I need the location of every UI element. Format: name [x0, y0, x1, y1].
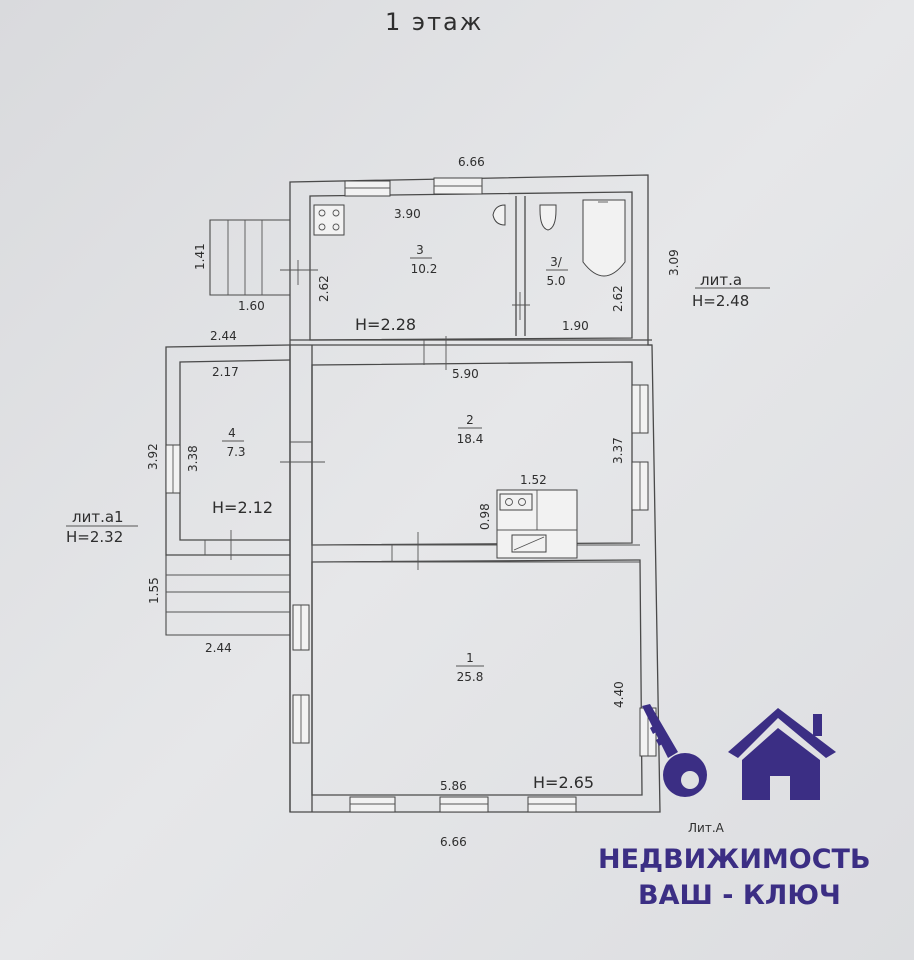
room-2-area: 18.4 — [457, 432, 484, 446]
dim-stove-depth: 0.98 — [478, 503, 492, 530]
dim-a1-bottom-outer: 2.44 — [205, 641, 232, 655]
lit-A-name: Лит.А — [688, 821, 725, 835]
dim-right-outer-a: 3.09 — [667, 249, 681, 276]
room-3a-area: 5.0 — [546, 274, 565, 288]
room-3-area: 10.2 — [411, 262, 438, 276]
dim-room4-height: 3.38 — [186, 445, 200, 472]
room-1-height: H=2.65 — [533, 773, 594, 792]
dim-room3a-height: 2.62 — [611, 285, 625, 312]
lit-labels: лит.а H=2.48 лит.а1 H=2.32 Лит.А — [66, 271, 770, 835]
dim-a1-left-outer: 3.92 — [146, 443, 160, 470]
brand-logo: НЕДВИЖИМОСТЬ ВАШ - КЛЮЧ — [598, 704, 871, 911]
lit-a-name: лит.а — [700, 271, 742, 289]
dim-room4-width: 2.17 — [212, 365, 239, 379]
windows — [165, 177, 657, 813]
fixtures — [313, 199, 626, 559]
dim-steps-height: 1.41 — [193, 243, 207, 270]
dim-stove-width: 1.52 — [520, 473, 547, 487]
dim-steps-width: 1.60 — [238, 299, 265, 313]
bathtub-icon — [582, 199, 626, 277]
room-4-number: 4 — [228, 426, 236, 440]
brand-line-1: НЕДВИЖИМОСТЬ — [598, 844, 871, 875]
dim-room3-height: 2.62 — [317, 275, 331, 302]
room-2-number: 2 — [466, 413, 474, 427]
room-3-number: 3 — [416, 243, 424, 257]
room-4-area: 7.3 — [226, 445, 245, 459]
dim-room1-width: 5.86 — [440, 779, 467, 793]
dim-top-outer: 6.66 — [458, 155, 485, 169]
room-labels: 3 10.2 H=2.28 3/ 5.0 2 18.4 4 7.3 H=2.12… — [212, 243, 594, 792]
floor-title: 1 этаж — [385, 8, 483, 36]
room-1-area: 25.8 — [457, 670, 484, 684]
hob-icon — [313, 204, 345, 236]
dim-room2-width: 5.90 — [452, 367, 479, 381]
room-3a-number: 3/ — [550, 255, 563, 269]
room-3-height: H=2.28 — [355, 315, 416, 334]
dimension-labels: 6.66 3.90 2.62 1.90 2.62 3.09 1.41 1.60 … — [146, 155, 681, 849]
house-icon — [728, 708, 836, 800]
dim-bottom-outer: 6.66 — [440, 835, 467, 849]
dim-room3a-width: 1.90 — [562, 319, 589, 333]
doors — [204, 260, 640, 570]
lit-a1-name: лит.а1 — [72, 508, 124, 526]
dim-porch-height: 1.55 — [147, 577, 161, 604]
toilet-icon — [539, 204, 557, 231]
brand-line-2: ВАШ - КЛЮЧ — [638, 880, 841, 911]
steps — [209, 219, 290, 296]
key-icon — [642, 704, 707, 797]
lit-a1-height: H=2.32 — [66, 528, 123, 546]
dim-room2-height: 3.37 — [611, 437, 625, 464]
dim-a1-top-outer: 2.44 — [210, 329, 237, 343]
room-4-height: H=2.12 — [212, 498, 273, 517]
sink-icon — [492, 204, 506, 226]
dim-room1-height: 4.40 — [612, 681, 626, 708]
lit-a-height: H=2.48 — [692, 292, 749, 310]
dim-room3-width: 3.90 — [394, 207, 421, 221]
room-1-number: 1 — [466, 651, 474, 665]
